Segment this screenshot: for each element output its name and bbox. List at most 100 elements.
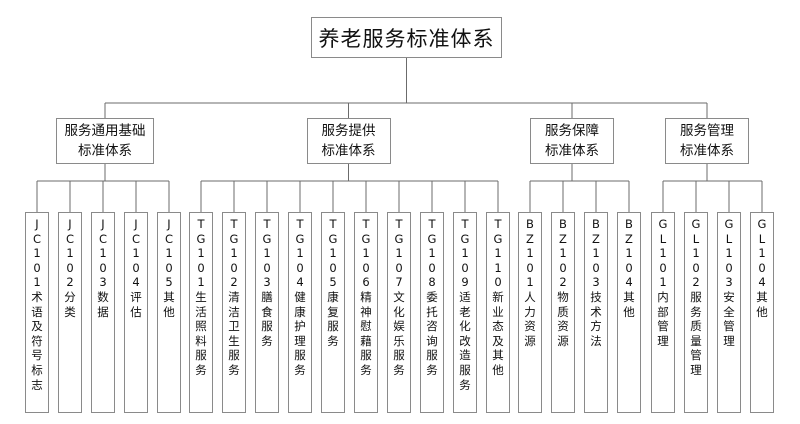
leaf-name-char: 清 — [228, 289, 240, 304]
leaf-code-char: 1 — [329, 246, 337, 261]
leaf-name-char: 务 — [393, 362, 405, 377]
leaf-name-char: 服 — [360, 348, 372, 363]
leaf-code-char: 3 — [99, 275, 107, 290]
leaf-name-char: 服 — [195, 348, 207, 363]
leaf-name-char: 源 — [524, 333, 536, 348]
leaf-name-char: 务 — [228, 362, 240, 377]
leaf-name-char: 源 — [557, 333, 569, 348]
leaf-code-char: T — [296, 217, 304, 231]
leaf-name-char: 生 — [228, 333, 240, 348]
leaf-name-char: 理 — [657, 333, 669, 348]
branch-node-jc[interactable]: 服务通用基础标准体系 — [56, 118, 154, 164]
leaf-name-char: 他 — [163, 304, 175, 319]
leaf-code-char: 1 — [494, 260, 502, 275]
leaf-name-char: 管 — [723, 319, 735, 334]
branch-node-tg[interactable]: 服务提供标准体系 — [306, 118, 391, 164]
leaf-name-char: 乐 — [393, 333, 405, 348]
leaf-name-char: 卫 — [228, 319, 240, 334]
leaf-name-char: 内 — [657, 289, 669, 304]
leaf-code-char: 1 — [592, 246, 600, 261]
leaf-code-char: B — [592, 217, 600, 231]
leaf-code-char: 2 — [66, 275, 74, 290]
branch-label-line1: 服务保障 — [545, 123, 599, 139]
leaf-name-char: 老 — [459, 304, 471, 319]
branch-label-line1: 服务管理 — [680, 123, 734, 139]
leaf-name-char: 藉 — [360, 333, 372, 348]
leaf-code-char: 0 — [33, 260, 41, 275]
leaf-name-char: 服 — [228, 348, 240, 363]
leaf-name-char: 号 — [31, 348, 43, 363]
leaf-code-char: L — [725, 231, 733, 246]
leaf-code-char: 1 — [362, 246, 370, 261]
leaf-name-char: 态 — [492, 319, 504, 334]
leaf-name-char: 物 — [557, 289, 569, 304]
leaf-code-char: 1 — [197, 246, 205, 261]
leaf-name-char: 部 — [657, 304, 669, 319]
leaf-name-char: 类 — [64, 304, 76, 319]
branch-node-bz[interactable]: 服务保障标准体系 — [530, 118, 614, 164]
leaf-name-char: 服 — [393, 348, 405, 363]
root-node[interactable]: 养老服务标准体系 — [311, 17, 502, 58]
leaf-code-char: 1 — [33, 246, 41, 261]
leaf-code-char: 2 — [559, 275, 567, 290]
leaf-name-char: 志 — [31, 377, 43, 392]
leaf-code-char: 1 — [559, 246, 567, 261]
leaf-code-char: 8 — [428, 275, 436, 290]
leaf-name-char: 活 — [195, 304, 207, 319]
leaf-name-char: 据 — [97, 304, 109, 319]
leaf-name-char: 他 — [756, 304, 768, 319]
leaf-name-char: 健 — [294, 289, 306, 304]
leaf-name-char: 委 — [426, 289, 438, 304]
leaf-code-char: 1 — [230, 246, 238, 261]
leaf-name-char: 务 — [459, 377, 471, 392]
leaf-code-char: 4 — [296, 275, 304, 290]
leaf-code-char: J — [134, 217, 138, 231]
leaf-name-char: 其 — [163, 289, 175, 304]
branch-node-gl[interactable]: 服务管理标准体系 — [665, 118, 749, 164]
leaf-name-char: 标 — [31, 362, 43, 377]
leaf-name-char: 及 — [492, 333, 504, 348]
leaf-name-char: 洁 — [228, 304, 240, 319]
leaf-code-char: 1 — [428, 246, 436, 261]
leaf-name-char: 适 — [459, 289, 471, 304]
branch-label-line1: 服务提供 — [321, 123, 376, 139]
branch-label-line2: 标准体系 — [321, 143, 376, 159]
leaf-name-char: 造 — [459, 348, 471, 363]
leaf-name-char: 资 — [524, 319, 536, 334]
leaf-name-char: 技 — [590, 289, 602, 304]
branch-node-label: 服务管理标准体系 — [680, 121, 734, 161]
leaf-name-char: 康 — [327, 289, 339, 304]
